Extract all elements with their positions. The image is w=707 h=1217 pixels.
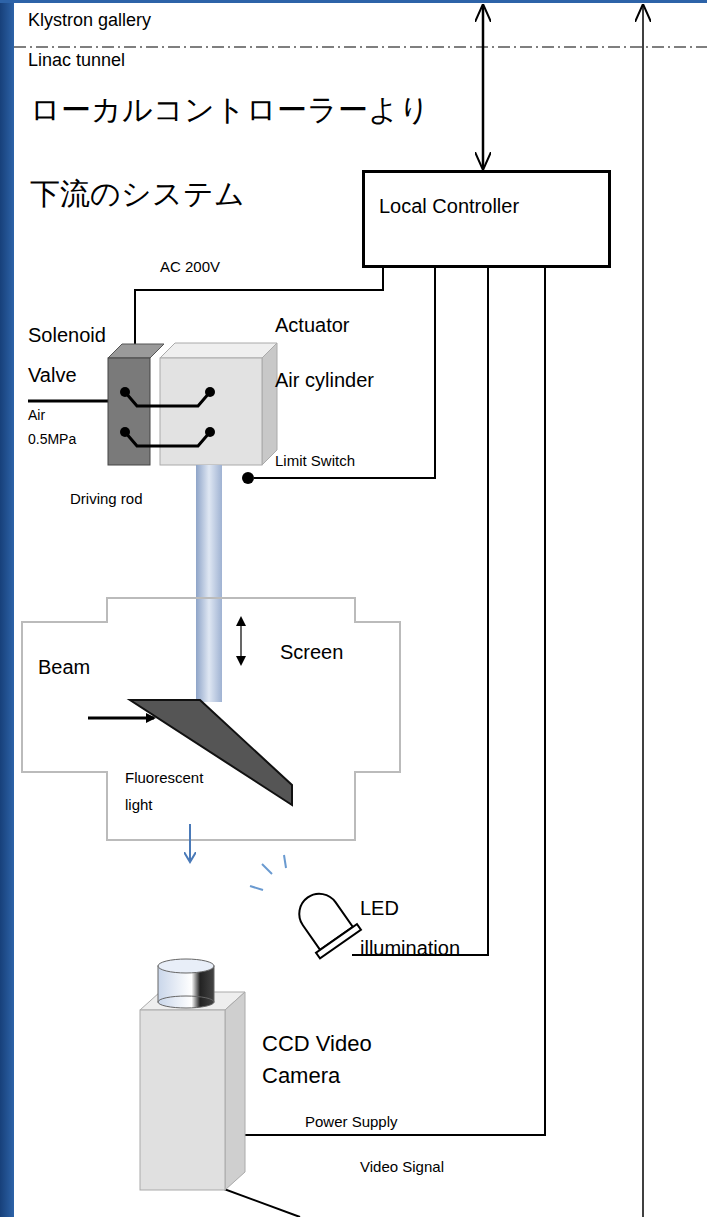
beam-label: Beam (38, 655, 90, 679)
light-arrow (189, 824, 191, 862)
motion-arrow (240, 618, 241, 664)
controller-box: Local Controller (362, 170, 611, 268)
part-label: LED illumination (360, 888, 460, 968)
ccd-camera (140, 959, 245, 1190)
node-text: Local Controller (379, 195, 594, 218)
ports (120, 387, 215, 437)
part-label: Air cylinder (275, 368, 374, 392)
air-line (28, 400, 108, 403)
signal-label: Video Signal (360, 1158, 444, 1176)
air-tubes (125, 392, 210, 446)
part-label: CCD Video Camera (262, 1028, 437, 1092)
driving-rod (196, 465, 222, 702)
part-label: Actuator (275, 313, 349, 337)
camera-wire (245, 268, 545, 1135)
part-label: Screen (280, 640, 343, 664)
screen (130, 700, 292, 805)
area-label: Linac tunnel (28, 50, 125, 72)
part-label: Solenoid Valve (28, 315, 106, 395)
slide-border (0, 0, 14, 1217)
video-arrow (642, 6, 644, 1217)
supply-label: Air 0.5MPa (28, 404, 76, 452)
vacuum-chamber (22, 598, 400, 840)
boundary-line (14, 46, 707, 48)
slide-border (0, 0, 707, 3)
area-label: Klystron gallery (28, 10, 151, 32)
limit-switch (242, 472, 254, 484)
signal-label: Power Supply (305, 1113, 398, 1131)
switch-wire (254, 268, 435, 478)
power-wire (135, 268, 383, 346)
network-arrow (482, 6, 485, 168)
voltage-label: AC 200V (160, 258, 220, 276)
light-label: Fluorescent light (125, 764, 203, 818)
beam-arrow (88, 717, 154, 720)
led-icon (250, 855, 361, 958)
part-label: Limit Switch (275, 452, 355, 470)
part-label: Driving rod (70, 490, 143, 508)
